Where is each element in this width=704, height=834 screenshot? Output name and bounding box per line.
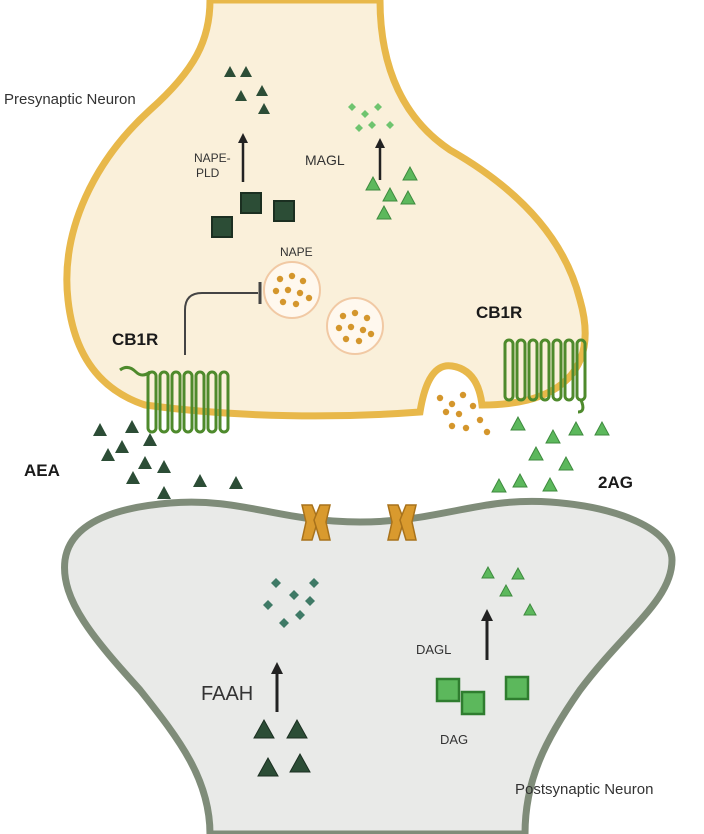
nape-precursor-squares xyxy=(211,192,295,238)
ion-channel-icon xyxy=(387,504,417,541)
presynaptic-neuron-label: Presynaptic Neuron xyxy=(4,91,136,108)
faah-label: FAAH xyxy=(201,683,253,705)
faah-breakdown-products xyxy=(263,578,319,628)
nape-vesicle xyxy=(263,261,321,319)
cb1r-left-label: CB1R xyxy=(112,330,158,349)
magl-breakdown-products xyxy=(348,103,394,132)
cb1r-receptor-right xyxy=(503,338,587,414)
2ag-molecules-postsynaptic xyxy=(481,565,537,616)
2ag-molecules-cleft xyxy=(491,415,610,493)
aea-molecules-postsynaptic xyxy=(253,718,311,777)
nape-pld-label-line2: PLD xyxy=(196,166,220,180)
2ag-label: 2AG xyxy=(598,473,633,492)
cb1r-right-label: CB1R xyxy=(476,303,522,322)
released-vesicle-contents xyxy=(436,391,491,436)
dag-squares xyxy=(435,675,530,716)
nape-vesicle xyxy=(326,297,384,355)
dagl-label: DAGL xyxy=(416,642,451,657)
nape-label: NAPE xyxy=(280,245,313,259)
magl-label: MAGL xyxy=(305,152,345,168)
ion-channel-icon xyxy=(301,504,331,541)
nape-pld-label-line1: NAPE- xyxy=(194,151,231,165)
postsynaptic-neuron-label: Postsynaptic Neuron xyxy=(515,781,653,798)
aea-molecules-presynaptic xyxy=(224,66,270,114)
presynaptic-neuron-membrane xyxy=(63,0,589,420)
cb1r-receptor-left xyxy=(119,365,230,434)
inhibition-arrow-icon xyxy=(184,292,258,355)
aea-label: AEA xyxy=(24,461,60,480)
dag-label: DAG xyxy=(440,732,468,747)
aea-molecules-cleft xyxy=(93,420,243,499)
postsynaptic-neuron-membrane xyxy=(61,497,676,834)
2ag-molecules-presynaptic xyxy=(365,165,418,220)
